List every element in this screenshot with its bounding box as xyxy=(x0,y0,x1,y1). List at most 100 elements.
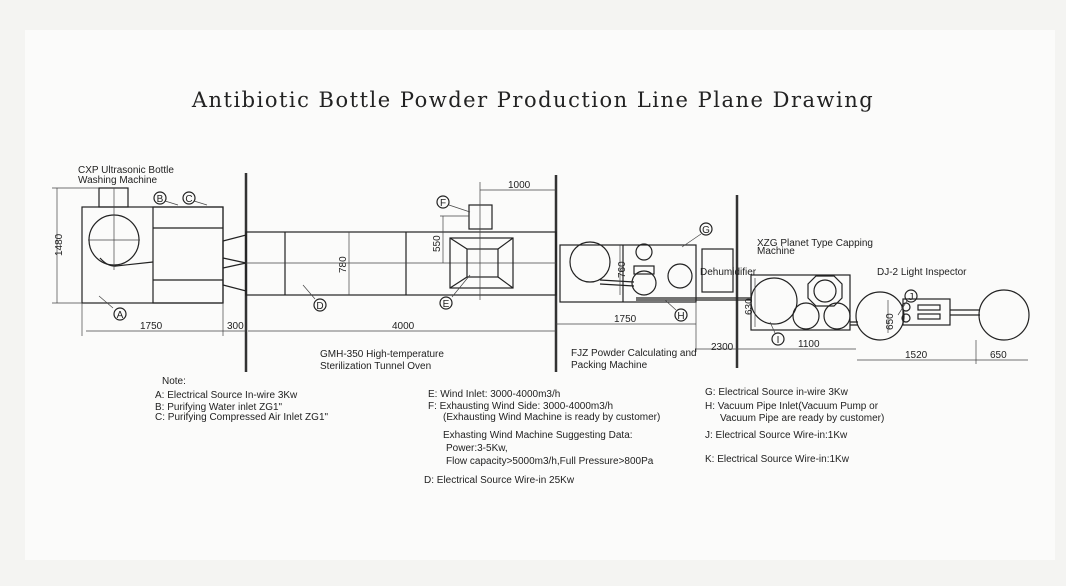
drawing-text: C xyxy=(185,194,192,205)
drawing-line xyxy=(901,313,911,323)
drawing-text: C: Purifying Compressed Air Inlet ZG1" xyxy=(155,412,329,423)
drawing-text: 760 xyxy=(617,261,628,278)
marker-b: B xyxy=(153,191,179,206)
drawing-text: Flow capacity>5000m3/h,Full Pressure>800… xyxy=(446,456,654,467)
drawing-text: D xyxy=(316,301,323,312)
drawing-line xyxy=(769,321,776,334)
drawing-text: D: Electrical Source Wire-in 25Kw xyxy=(424,475,575,486)
drawing-text: 4000 xyxy=(392,321,415,332)
drawing-line xyxy=(635,243,653,261)
drawing-line xyxy=(667,263,693,289)
drawing-text: J: Electrical Source Wire-in:1Kw xyxy=(705,430,848,441)
drawing-text: I xyxy=(777,335,780,346)
drawing-text: F: Exhausting Wind Side: 3000-4000m3/h xyxy=(428,401,613,412)
drawing-title: Antibiotic Bottle Powder Production Line… xyxy=(191,88,874,112)
washer-dimensions: 1480 1750 300 xyxy=(52,187,246,336)
drawing-text: 650 xyxy=(990,350,1007,361)
drawing-line xyxy=(674,308,688,322)
drawing-line xyxy=(439,296,453,310)
drawing-line xyxy=(113,307,127,321)
marker-f: F xyxy=(436,195,471,213)
drawing-line xyxy=(807,275,843,307)
drawing-text: 1480 xyxy=(54,233,65,256)
reference-markers: A B C D E F G H I J xyxy=(98,191,918,346)
marker-g: G xyxy=(681,222,713,248)
marker-c: C xyxy=(182,191,208,206)
drawing-line xyxy=(902,298,951,326)
drawing-line xyxy=(904,289,918,303)
drawing-text: Power:3-5Kw, xyxy=(446,443,508,454)
drawing-text: Washing Machine xyxy=(78,175,158,186)
drawing-line xyxy=(813,279,837,303)
dehumidifier xyxy=(701,248,734,293)
tunnel-oven: 780 1000 550 4000 GMH-350 High-temperatu… xyxy=(245,180,557,372)
drawing-text: (Exhausting Wind Machine is ready by cus… xyxy=(443,412,660,423)
drawing-text: FJZ Powder Calculating and xyxy=(571,348,697,359)
drawing-line xyxy=(771,332,785,346)
drawing-text: B: Purifying Water inlet ZG1" xyxy=(155,402,283,413)
exhaust-outlet xyxy=(468,204,493,230)
drawing-text: 2300 xyxy=(711,342,734,353)
drawing-line xyxy=(164,200,179,206)
drawing-text: G xyxy=(702,225,710,236)
wind-inlet-hood xyxy=(449,237,514,289)
marker-h: H xyxy=(664,299,688,322)
drawing-line xyxy=(699,222,713,236)
drawing-text: E: Wind Inlet: 3000-4000m3/h xyxy=(428,389,560,400)
notes: Note: A: Electrical Source In-wire 3Kw B… xyxy=(155,376,884,486)
drawing-line xyxy=(950,309,980,316)
drawing-text: J xyxy=(909,292,914,303)
drawing-text: A xyxy=(117,310,124,321)
drawing-line xyxy=(98,187,129,208)
drawing-line xyxy=(917,304,941,311)
marker-j: J xyxy=(897,289,918,316)
drawing-text: Exhasting Wind Machine Suggesting Data: xyxy=(443,430,633,441)
drawing-text: H xyxy=(677,311,684,322)
drawing-line xyxy=(631,270,657,296)
drawing-text: Packing Machine xyxy=(571,360,648,371)
drawing-line xyxy=(449,237,514,289)
drawing-text: G: Electrical Source in-wire 3Kw xyxy=(705,387,849,398)
drawing-text: 1100 xyxy=(798,339,820,350)
drawing-text: B xyxy=(157,194,164,205)
drawing-text: 1000 xyxy=(508,180,531,191)
drawing-text: 1520 xyxy=(905,350,928,361)
drawing-text: K: Electrical Source Wire-in:1Kw xyxy=(705,454,850,465)
drawing-line xyxy=(664,299,677,311)
drawing-line xyxy=(193,200,208,206)
drawing-line xyxy=(897,300,908,316)
drawing-line xyxy=(792,302,820,330)
drawing-text: Vacuum Pipe are ready by customer) xyxy=(720,413,884,424)
drawing-text: Machine xyxy=(757,246,795,257)
drawing-text: 630 xyxy=(744,298,755,315)
drawing-text: DJ-2 Light Inspector xyxy=(877,267,967,278)
drawing-line xyxy=(448,204,471,213)
drawing-text: 550 xyxy=(432,235,443,252)
drawing-line xyxy=(182,191,196,205)
drawing-text: 650 xyxy=(885,313,896,330)
capping-machine: XZG Planet Type Capping Machine 630 1100 xyxy=(744,238,873,350)
drawing-text: GMH-350 High-temperature xyxy=(320,349,444,360)
drawing-line xyxy=(99,257,154,267)
drawing-line xyxy=(153,191,167,205)
drawing-line xyxy=(313,298,327,312)
marker-e: E xyxy=(439,274,471,310)
drawing-text: Sterilization Tunnel Oven xyxy=(320,361,431,372)
drawing-text: F xyxy=(440,198,446,209)
drawing-text: A: Electrical Source In-wire 3Kw xyxy=(155,390,298,401)
marker-d: D xyxy=(302,284,327,312)
drawing-line xyxy=(978,289,1030,341)
drawing-line xyxy=(569,241,611,283)
drawing-text: E xyxy=(443,299,450,310)
drawing-line xyxy=(451,274,471,298)
drawing-line xyxy=(681,233,702,248)
marker-a: A xyxy=(98,295,127,321)
drawing-line xyxy=(599,279,752,301)
drawing-text: 1750 xyxy=(614,314,637,325)
drawing-line xyxy=(750,277,798,325)
drawing-text: 780 xyxy=(338,256,349,273)
drawing-text: 300 xyxy=(227,321,244,332)
drawing-text: CXP Ultrasonic Bottle xyxy=(78,165,174,176)
